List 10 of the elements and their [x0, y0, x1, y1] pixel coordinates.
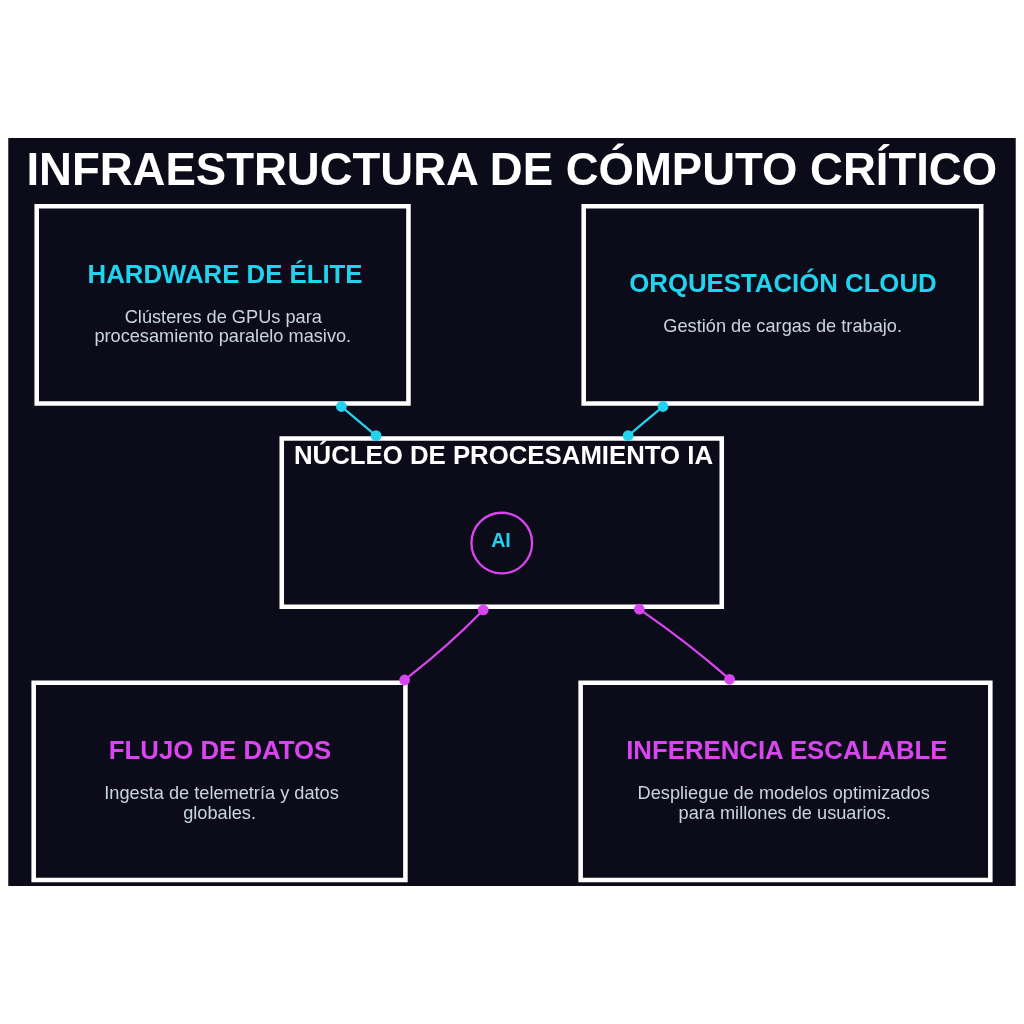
connector	[399, 604, 489, 686]
node-box: INFERENCIA ESCALABLE Despliegue de modelos optimizados para millones de usuarios.	[578, 680, 993, 883]
connector	[622, 401, 669, 442]
node-circle: AI	[470, 511, 534, 575]
connector	[336, 401, 382, 442]
diagram-title: INFRAESTRUCTURA DE CÓMPUTO CRÍTICO	[26, 144, 998, 196]
node-box: ORQUESTACIÓN CLOUD Gestión de cargas de trabajo.	[581, 204, 984, 406]
node-box: HARDWARE DE ÉLITE Clústeres de GPUs para procesamiento paralelo masivo.	[34, 204, 411, 406]
connector	[633, 603, 735, 685]
node-box: FLUJO DE DATOS Ingesta de telemetría y datos globales.	[31, 680, 408, 883]
